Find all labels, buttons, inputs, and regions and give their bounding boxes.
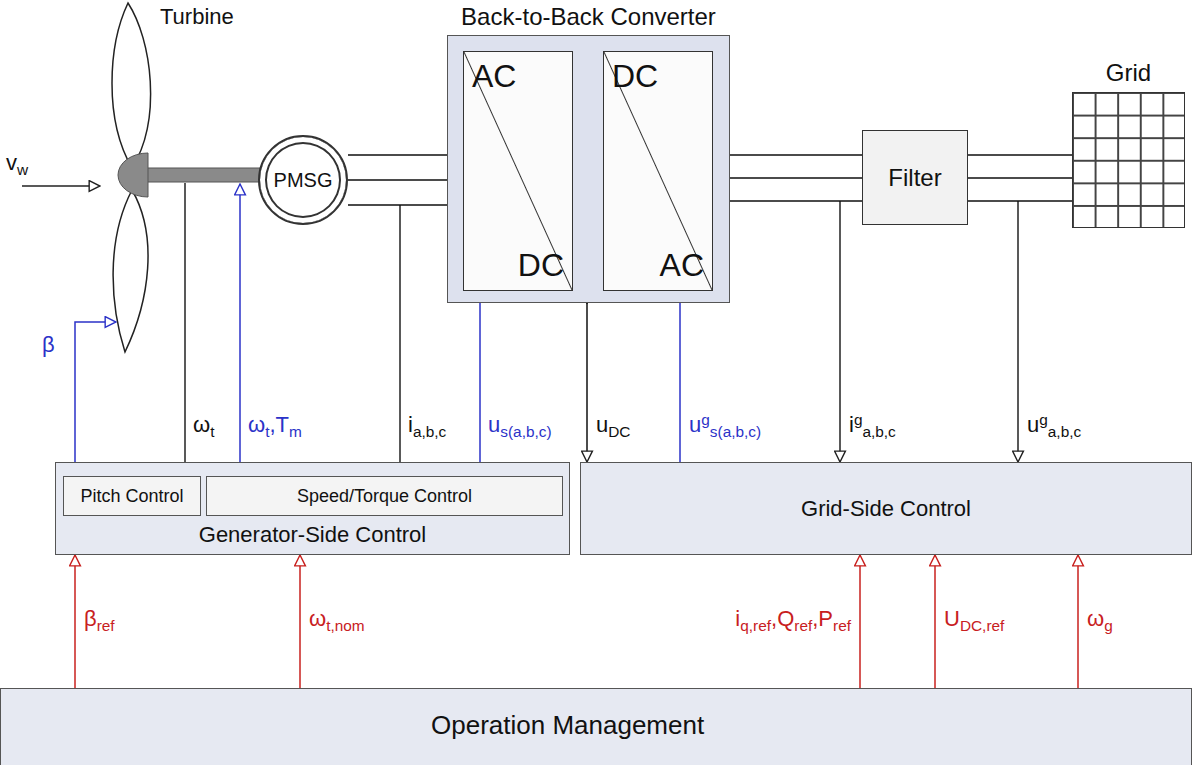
signal-label: ωt,Tm [248,412,302,437]
signal-label: ia,b,c [408,412,446,437]
current-measurement [399,205,401,475]
node-text: DC [612,58,658,95]
turbine-shaft [145,168,260,182]
node-text: Speed/Torque Control [297,486,472,507]
subscript: t,nom [326,617,365,634]
signal-label: ugs(a,b,c) [689,412,761,437]
control-box: Speed/Torque Control [206,476,563,516]
subscript: s(a,b,c) [710,423,761,440]
grid-current-measurement [839,201,841,462]
signal-label: us(a,b,c) [488,412,552,437]
subscript: DC,ref [960,617,1004,634]
subscript: t [210,423,214,440]
node-text: DC [518,247,564,284]
superscript: g [1039,411,1048,428]
subscript: ref [833,617,851,634]
node-text: Grid [1063,59,1192,87]
signal-arrow [479,291,481,476]
filter-box: Filter [862,130,968,225]
signal-label: UDC,ref [944,606,1004,631]
signal-label: uDC [596,412,630,437]
torque-signal [239,184,241,475]
signal-label: β [42,332,55,357]
node-text: Pitch Control [80,486,183,507]
turbine-hub [118,153,148,197]
power-line [968,155,1072,201]
node-text: Back-to-Back Converter [448,3,729,31]
control-box: Pitch Control [63,476,201,516]
signal-label: ωt [193,412,214,437]
subscript: w [17,161,28,178]
grid-voltage-measurement [1017,201,1019,462]
node-text: Generator-Side Control [56,522,569,547]
signal-label: βref [84,606,115,631]
signal-arrow [859,555,861,688]
subscript: DC [608,423,630,440]
signal-arrow [74,555,76,688]
power-line [348,155,463,205]
signal-arrow [934,555,936,688]
signal-label: uga,b,c [1027,412,1081,437]
grid-box: Grid [1072,92,1185,228]
signal-label: iga,b,c [849,412,896,437]
rectifier-box: AC DC [463,51,573,291]
node-text: AC [472,58,516,95]
subscript: a,b,c [1048,423,1081,440]
signal-label: ωt,nom [309,606,365,631]
subscript: s(a,b,c) [500,423,551,440]
control-block: Grid-Side Control [580,462,1192,555]
signal-label: iq,ref,Qref,Pref [735,606,851,631]
inverter-box: DC AC [603,51,713,291]
generator-circle: PMSG [258,135,348,225]
turbine-blade [113,190,148,352]
signal-arrow [679,291,681,462]
pitch-signal [75,322,116,475]
signal-label: vw [6,150,28,175]
control-block: Generator-Side Control Pitch Control Speed… [55,462,570,555]
node-text: PMSG [274,169,333,192]
wind-arrow [22,185,100,187]
subscript: q,ref [740,617,771,634]
signal-arrow [586,303,588,462]
subscript: a,b,c [413,423,446,440]
subscript: ref [794,617,812,634]
node-text: Grid-Side Control [801,496,971,521]
superscript: g [854,411,863,428]
subscript: t [265,423,269,440]
superscript: g [701,411,710,428]
speed-measurement [184,183,186,475]
node-text: AC [660,247,704,284]
node-text: Operation Management [431,711,704,741]
power-line [713,155,862,201]
signal-label: ωg [1087,606,1113,631]
signal-label: Turbine [160,4,234,29]
subscript: ref [97,617,115,634]
signal-arrow [299,555,301,688]
management-band: Operation Management [0,688,1192,765]
subscript: g [1104,617,1113,634]
subscript: m [289,423,302,440]
turbine-blade [112,3,151,168]
signal-arrow [1077,555,1079,688]
subscript: a,b,c [862,423,895,440]
converter-box: Back-to-Back ConverterACDCDCAC [447,35,730,303]
node-text: Filter [888,164,941,192]
